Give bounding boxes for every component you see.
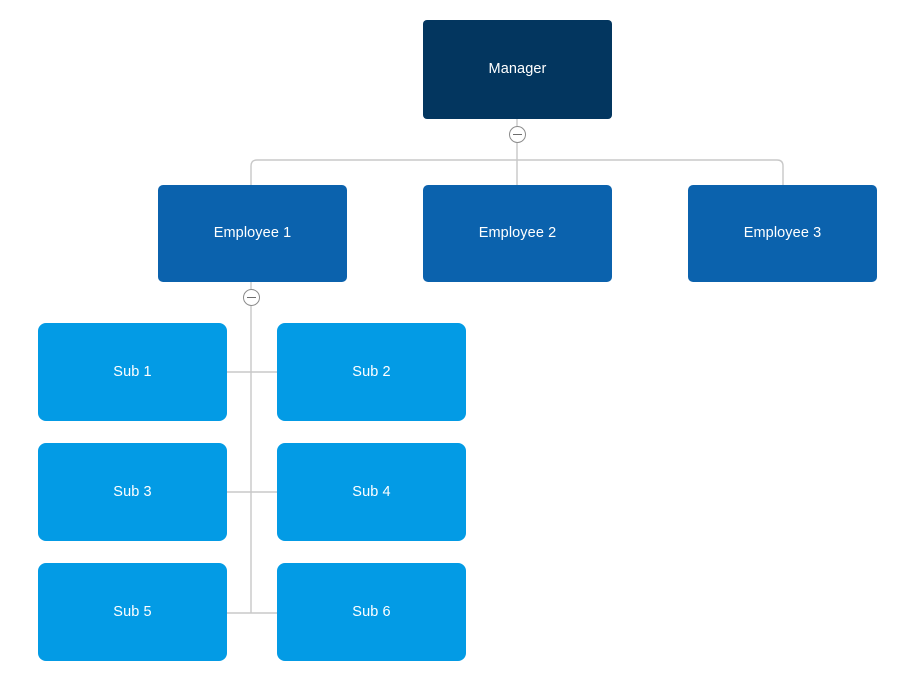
org-node-label: Sub 3 [113,483,152,500]
org-node-employee-3[interactable]: Employee 3 [688,185,877,282]
org-node-label: Sub 5 [113,603,152,620]
connector-level1-bus [250,159,784,185]
org-node-label: Sub 4 [352,483,391,500]
org-node-sub-5[interactable]: Sub 5 [38,563,227,661]
collapse-toggle-icon-manager[interactable] [508,125,526,143]
minus-icon [512,133,522,135]
minus-icon [246,296,256,298]
org-node-label: Sub 1 [113,363,152,380]
org-node-employee-2[interactable]: Employee 2 [423,185,612,282]
org-node-employee-1[interactable]: Employee 1 [158,185,347,282]
org-node-label: Manager [488,61,547,78]
org-node-label: Employee 2 [478,225,557,242]
org-node-sub-6[interactable]: Sub 6 [277,563,466,661]
org-node-sub-4[interactable]: Sub 4 [277,443,466,541]
org-node-manager[interactable]: Manager [423,20,612,119]
collapse-toggle-icon-employee-1[interactable] [242,288,260,306]
org-node-label: Sub 6 [352,603,391,620]
org-node-sub-1[interactable]: Sub 1 [38,323,227,421]
org-node-sub-2[interactable]: Sub 2 [277,323,466,421]
org-node-sub-3[interactable]: Sub 3 [38,443,227,541]
org-node-label: Sub 2 [352,363,391,380]
org-node-label: Employee 1 [213,225,292,242]
org-node-label: Employee 3 [743,225,822,242]
